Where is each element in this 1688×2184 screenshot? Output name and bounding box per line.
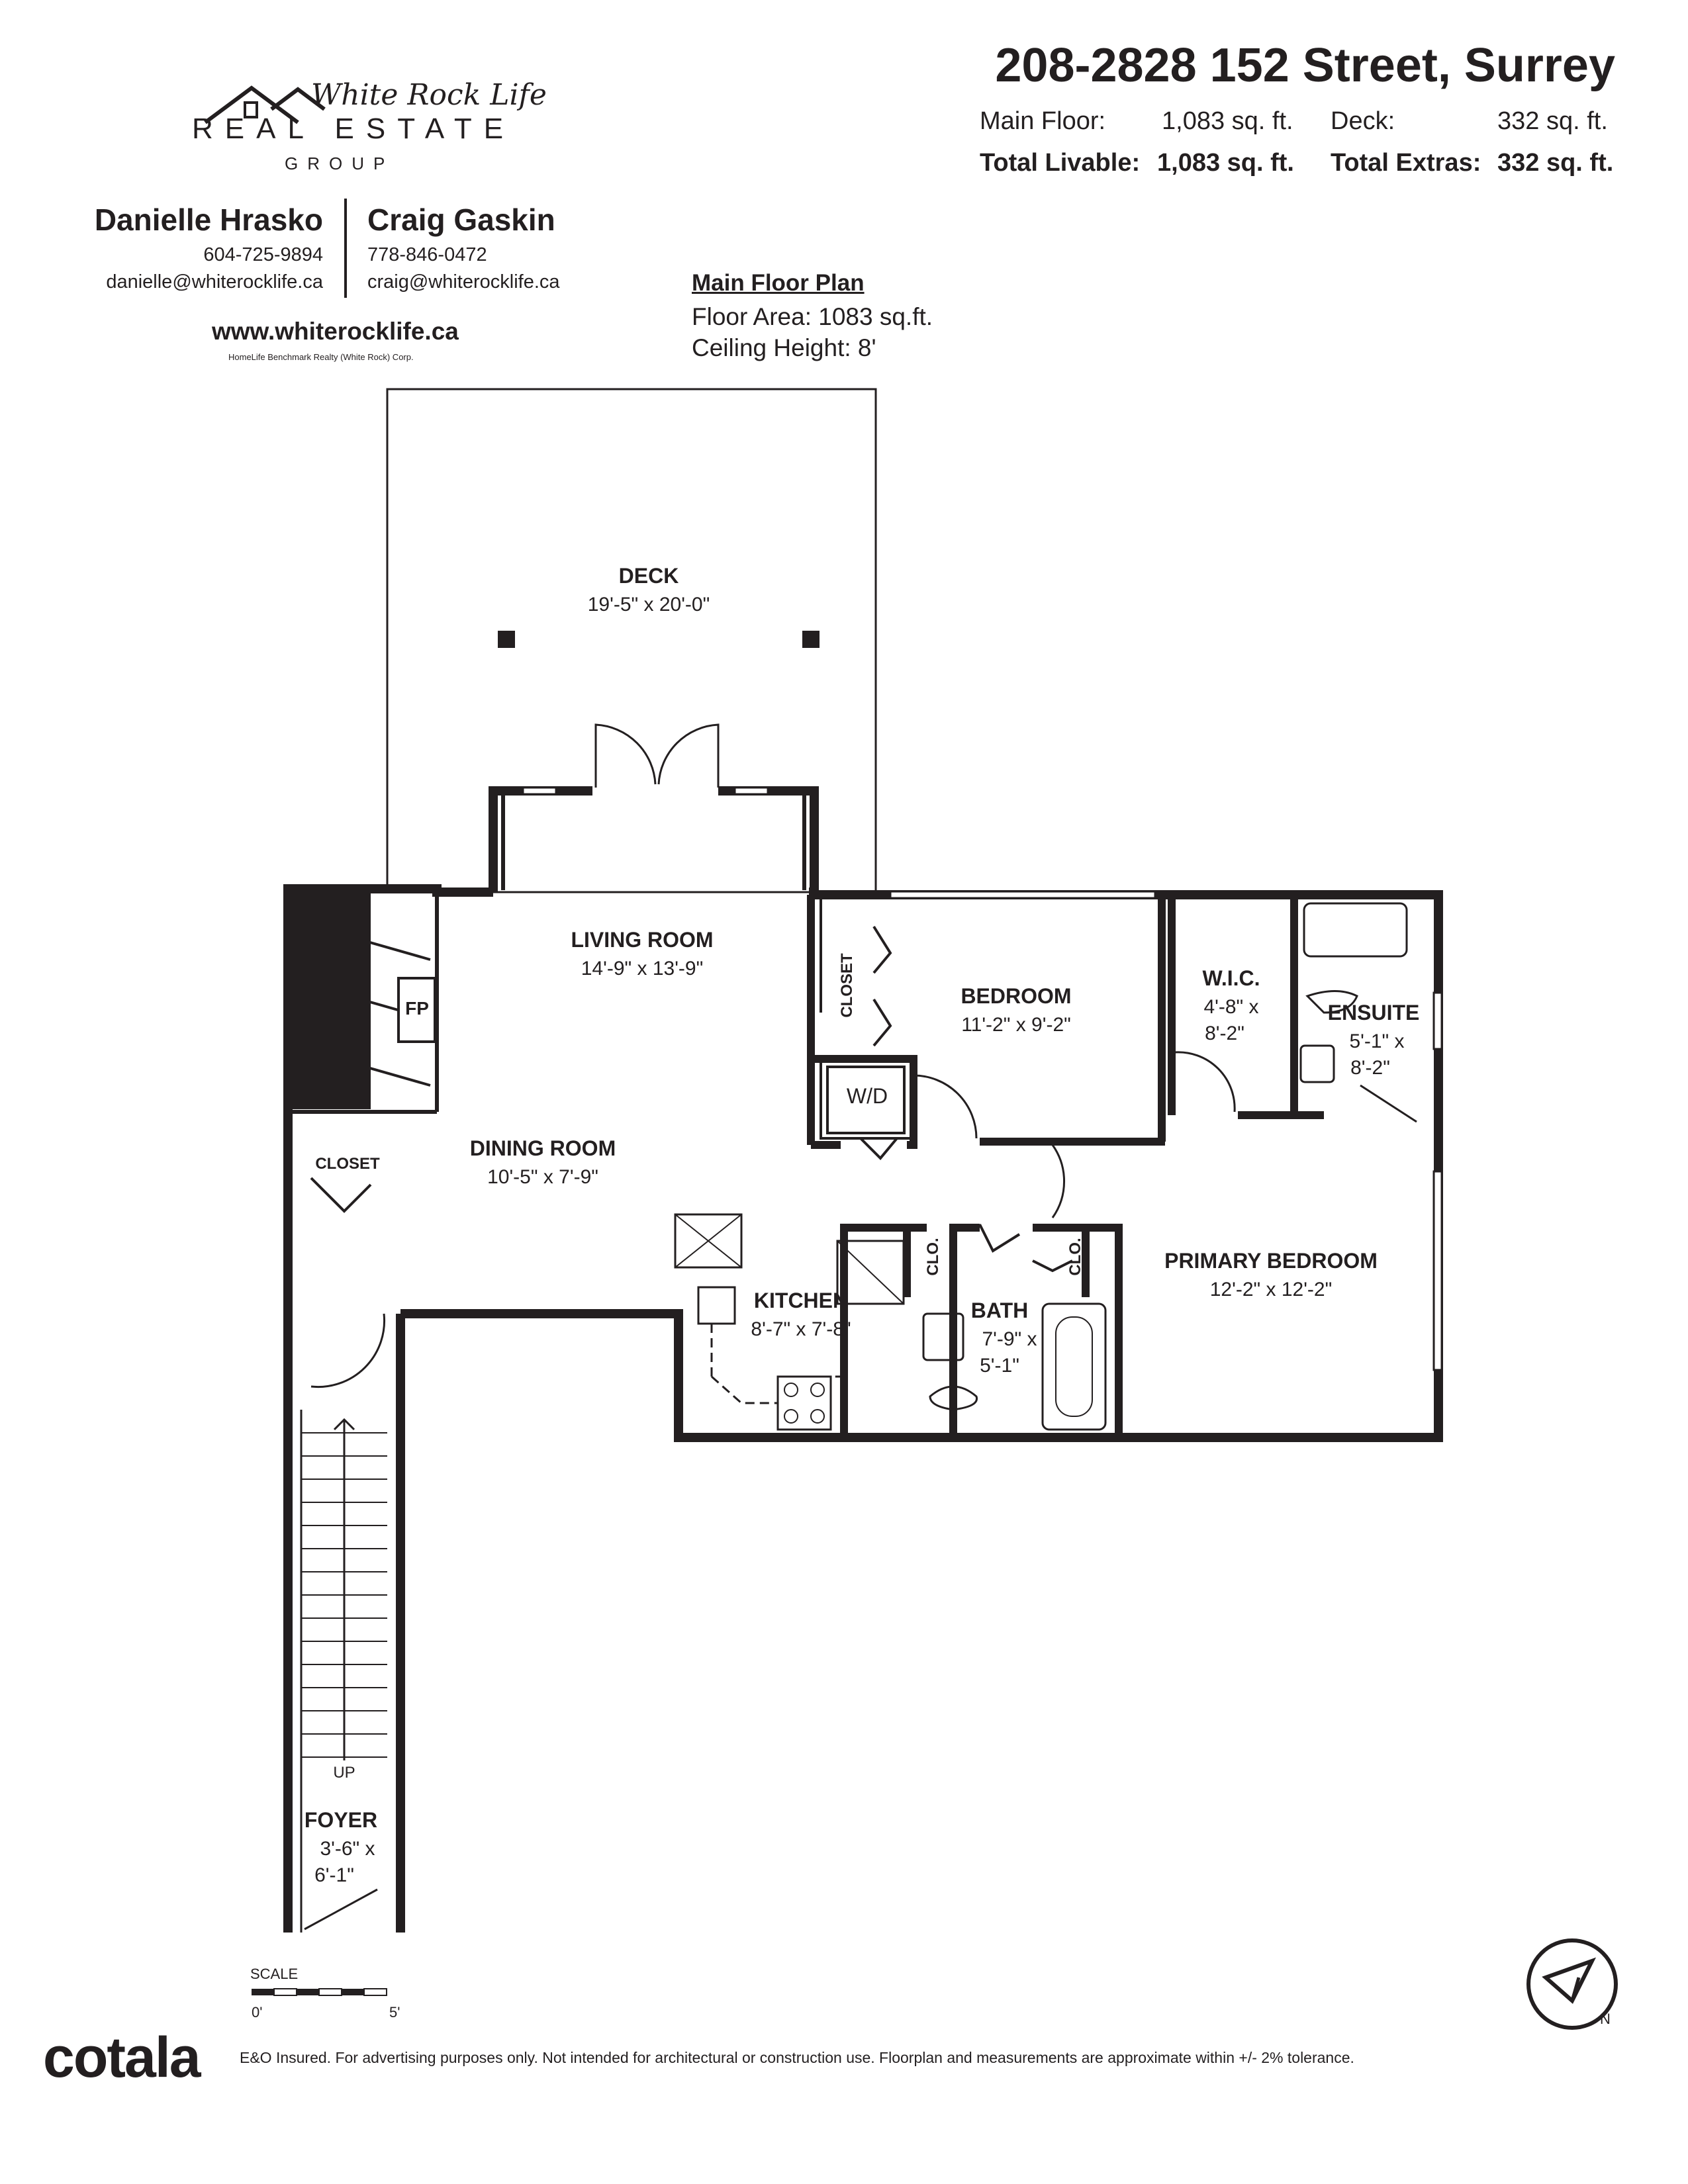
room-dim-bath: 5'-1" bbox=[980, 1355, 1019, 1377]
room-dim-wic: 8'-2" bbox=[1205, 1023, 1244, 1044]
room-dim-wic: 4'-8" x bbox=[1203, 996, 1259, 1018]
bifold-door bbox=[859, 1137, 898, 1160]
kitchen-sink bbox=[697, 1286, 736, 1325]
agent-phone[interactable]: 604-725-9894 bbox=[203, 244, 323, 265]
bath-sink bbox=[922, 1312, 964, 1361]
room-label-foyer: FOYER bbox=[304, 1808, 378, 1832]
agent-divider bbox=[344, 199, 347, 298]
room-label-dining: DINING ROOM bbox=[469, 1136, 616, 1160]
total-livable-value: 1,083 sq. ft. bbox=[1157, 149, 1294, 177]
agent-email[interactable]: danielle@whiterocklife.ca bbox=[106, 271, 323, 293]
room-dim-bath: 7'-9" x bbox=[982, 1328, 1037, 1350]
deck-post bbox=[498, 631, 515, 648]
svg-text:N: N bbox=[1600, 2011, 1611, 2027]
total-livable-label: Total Livable: bbox=[980, 149, 1141, 177]
washer-dryer-label: W/D bbox=[846, 1084, 888, 1108]
bifold-door bbox=[310, 1177, 372, 1213]
room-label-kitchen: KITCHEN bbox=[753, 1289, 849, 1312]
agent-card-1: Danielle Hrasko 604-725-9894 danielle@wh… bbox=[65, 202, 323, 293]
main-floor-value: 1,083 sq. ft. bbox=[1162, 107, 1293, 135]
door-swing bbox=[1051, 1144, 1065, 1218]
scale-bar bbox=[252, 1988, 387, 1996]
room-dim-primary-bedroom: 12'-2" x 12'-2" bbox=[1209, 1279, 1333, 1300]
room-dim-foyer: 6'-1" bbox=[314, 1864, 354, 1886]
main-floor-label: Main Floor: bbox=[980, 107, 1106, 135]
windows bbox=[522, 786, 1443, 1371]
agent-card-2: Craig Gaskin 778-846-0472 craig@whiteroc… bbox=[367, 202, 645, 293]
property-address: 208-2828 152 Street, Surrey bbox=[995, 39, 1615, 92]
bath-tub bbox=[1041, 1302, 1107, 1431]
agent-name: Danielle Hrasko bbox=[94, 203, 323, 237]
bifold-door bbox=[872, 998, 892, 1047]
deck-outline bbox=[386, 388, 877, 893]
plan-floor-area: Floor Area: 1083 sq.ft. bbox=[692, 303, 933, 330]
plan-ceiling-height: Ceiling Height: 8' bbox=[692, 334, 876, 361]
agent-phone[interactable]: 778-846-0472 bbox=[367, 244, 487, 265]
closet-label-bath: CLO. bbox=[924, 1238, 942, 1276]
door-swing bbox=[594, 723, 657, 788]
room-dim-living: 14'-9" x 13'-9" bbox=[581, 958, 704, 979]
scale-start: 0' bbox=[252, 2004, 263, 2021]
bifold-door bbox=[978, 1224, 1021, 1253]
stair-up-label: UP bbox=[333, 1764, 355, 1782]
bifold-door bbox=[872, 925, 892, 974]
total-extras-value: 332 sq. ft. bbox=[1497, 149, 1614, 177]
room-dim-dining: 10'-5" x 7'-9" bbox=[487, 1166, 598, 1188]
door-swing bbox=[1174, 1051, 1236, 1113]
room-dim-bedroom: 11'-2" x 9'-2" bbox=[961, 1014, 1071, 1036]
fireplace-box bbox=[397, 977, 436, 1043]
closet-label-bedroom: CLOSET bbox=[838, 953, 856, 1018]
agent-name: Craig Gaskin bbox=[367, 203, 555, 237]
door-swing bbox=[657, 723, 720, 788]
exterior-walls bbox=[283, 786, 1443, 1933]
door-swing bbox=[1360, 1084, 1417, 1123]
room-label-bath: BATH bbox=[970, 1298, 1029, 1322]
bifold-door bbox=[1032, 1259, 1073, 1273]
cooktop bbox=[776, 1375, 832, 1431]
scale-label: SCALE bbox=[250, 1966, 299, 1982]
logo-house-icon bbox=[204, 85, 326, 124]
logo-main-text: REAL ESTATE bbox=[192, 113, 516, 145]
logo-script-text: White Rock Life bbox=[311, 78, 547, 112]
room-label-living: LIVING ROOM bbox=[571, 928, 714, 952]
door-swing bbox=[310, 1313, 386, 1388]
website-link[interactable]: www.whiterocklife.ca bbox=[212, 318, 459, 345]
door-swing bbox=[913, 1074, 978, 1139]
total-extras-label: Total Extras: bbox=[1331, 149, 1481, 177]
compass-icon: N bbox=[1526, 1938, 1618, 2030]
room-dim-deck: 19'-5" x 20'-0" bbox=[587, 594, 710, 615]
room-label-bedroom: BEDROOM bbox=[961, 984, 1072, 1008]
ensuite-sink bbox=[1299, 1044, 1335, 1083]
closet-label-foyer: CLOSET bbox=[315, 1155, 380, 1173]
closet-label-primary: CLO. bbox=[1066, 1238, 1084, 1276]
fridge bbox=[674, 1213, 743, 1269]
bath-toilet bbox=[929, 1385, 978, 1411]
room-label-deck: DECK bbox=[618, 564, 679, 588]
room-dim-kitchen: 8'-7" x 7'-8" bbox=[751, 1318, 851, 1340]
agent-email[interactable]: craig@whiterocklife.ca bbox=[367, 271, 560, 293]
deck-area-label: Deck: bbox=[1331, 107, 1395, 135]
room-label-wic: W.I.C. bbox=[1202, 966, 1260, 990]
ensuite-tub bbox=[1303, 902, 1408, 958]
deck-area-value: 332 sq. ft. bbox=[1497, 107, 1608, 135]
room-dim-ensuite: 8'-2" bbox=[1350, 1057, 1390, 1079]
cotala-logo: cotala bbox=[43, 2026, 201, 2089]
disclaimer-text: E&O Insured. For advertising purposes on… bbox=[240, 2049, 1354, 2066]
deck-post bbox=[802, 631, 820, 648]
room-dim-foyer: 3'-6" x bbox=[320, 1838, 375, 1860]
logo-sub-text: GROUP bbox=[285, 154, 395, 173]
scale-end: 5' bbox=[389, 2004, 400, 2021]
room-dim-ensuite: 5'-1" x bbox=[1349, 1030, 1405, 1052]
entry-door-swing bbox=[304, 1888, 378, 1931]
brokerage-text: HomeLife Benchmark Realty (White Rock) C… bbox=[228, 352, 414, 362]
fireplace-label: FP bbox=[405, 998, 429, 1019]
room-label-ensuite: ENSUITE bbox=[1327, 1001, 1420, 1024]
ensuite-toilet bbox=[1305, 990, 1358, 1014]
room-label-primary-bedroom: PRIMARY BEDROOM bbox=[1164, 1249, 1378, 1273]
plan-title: Main Floor Plan bbox=[692, 270, 865, 296]
